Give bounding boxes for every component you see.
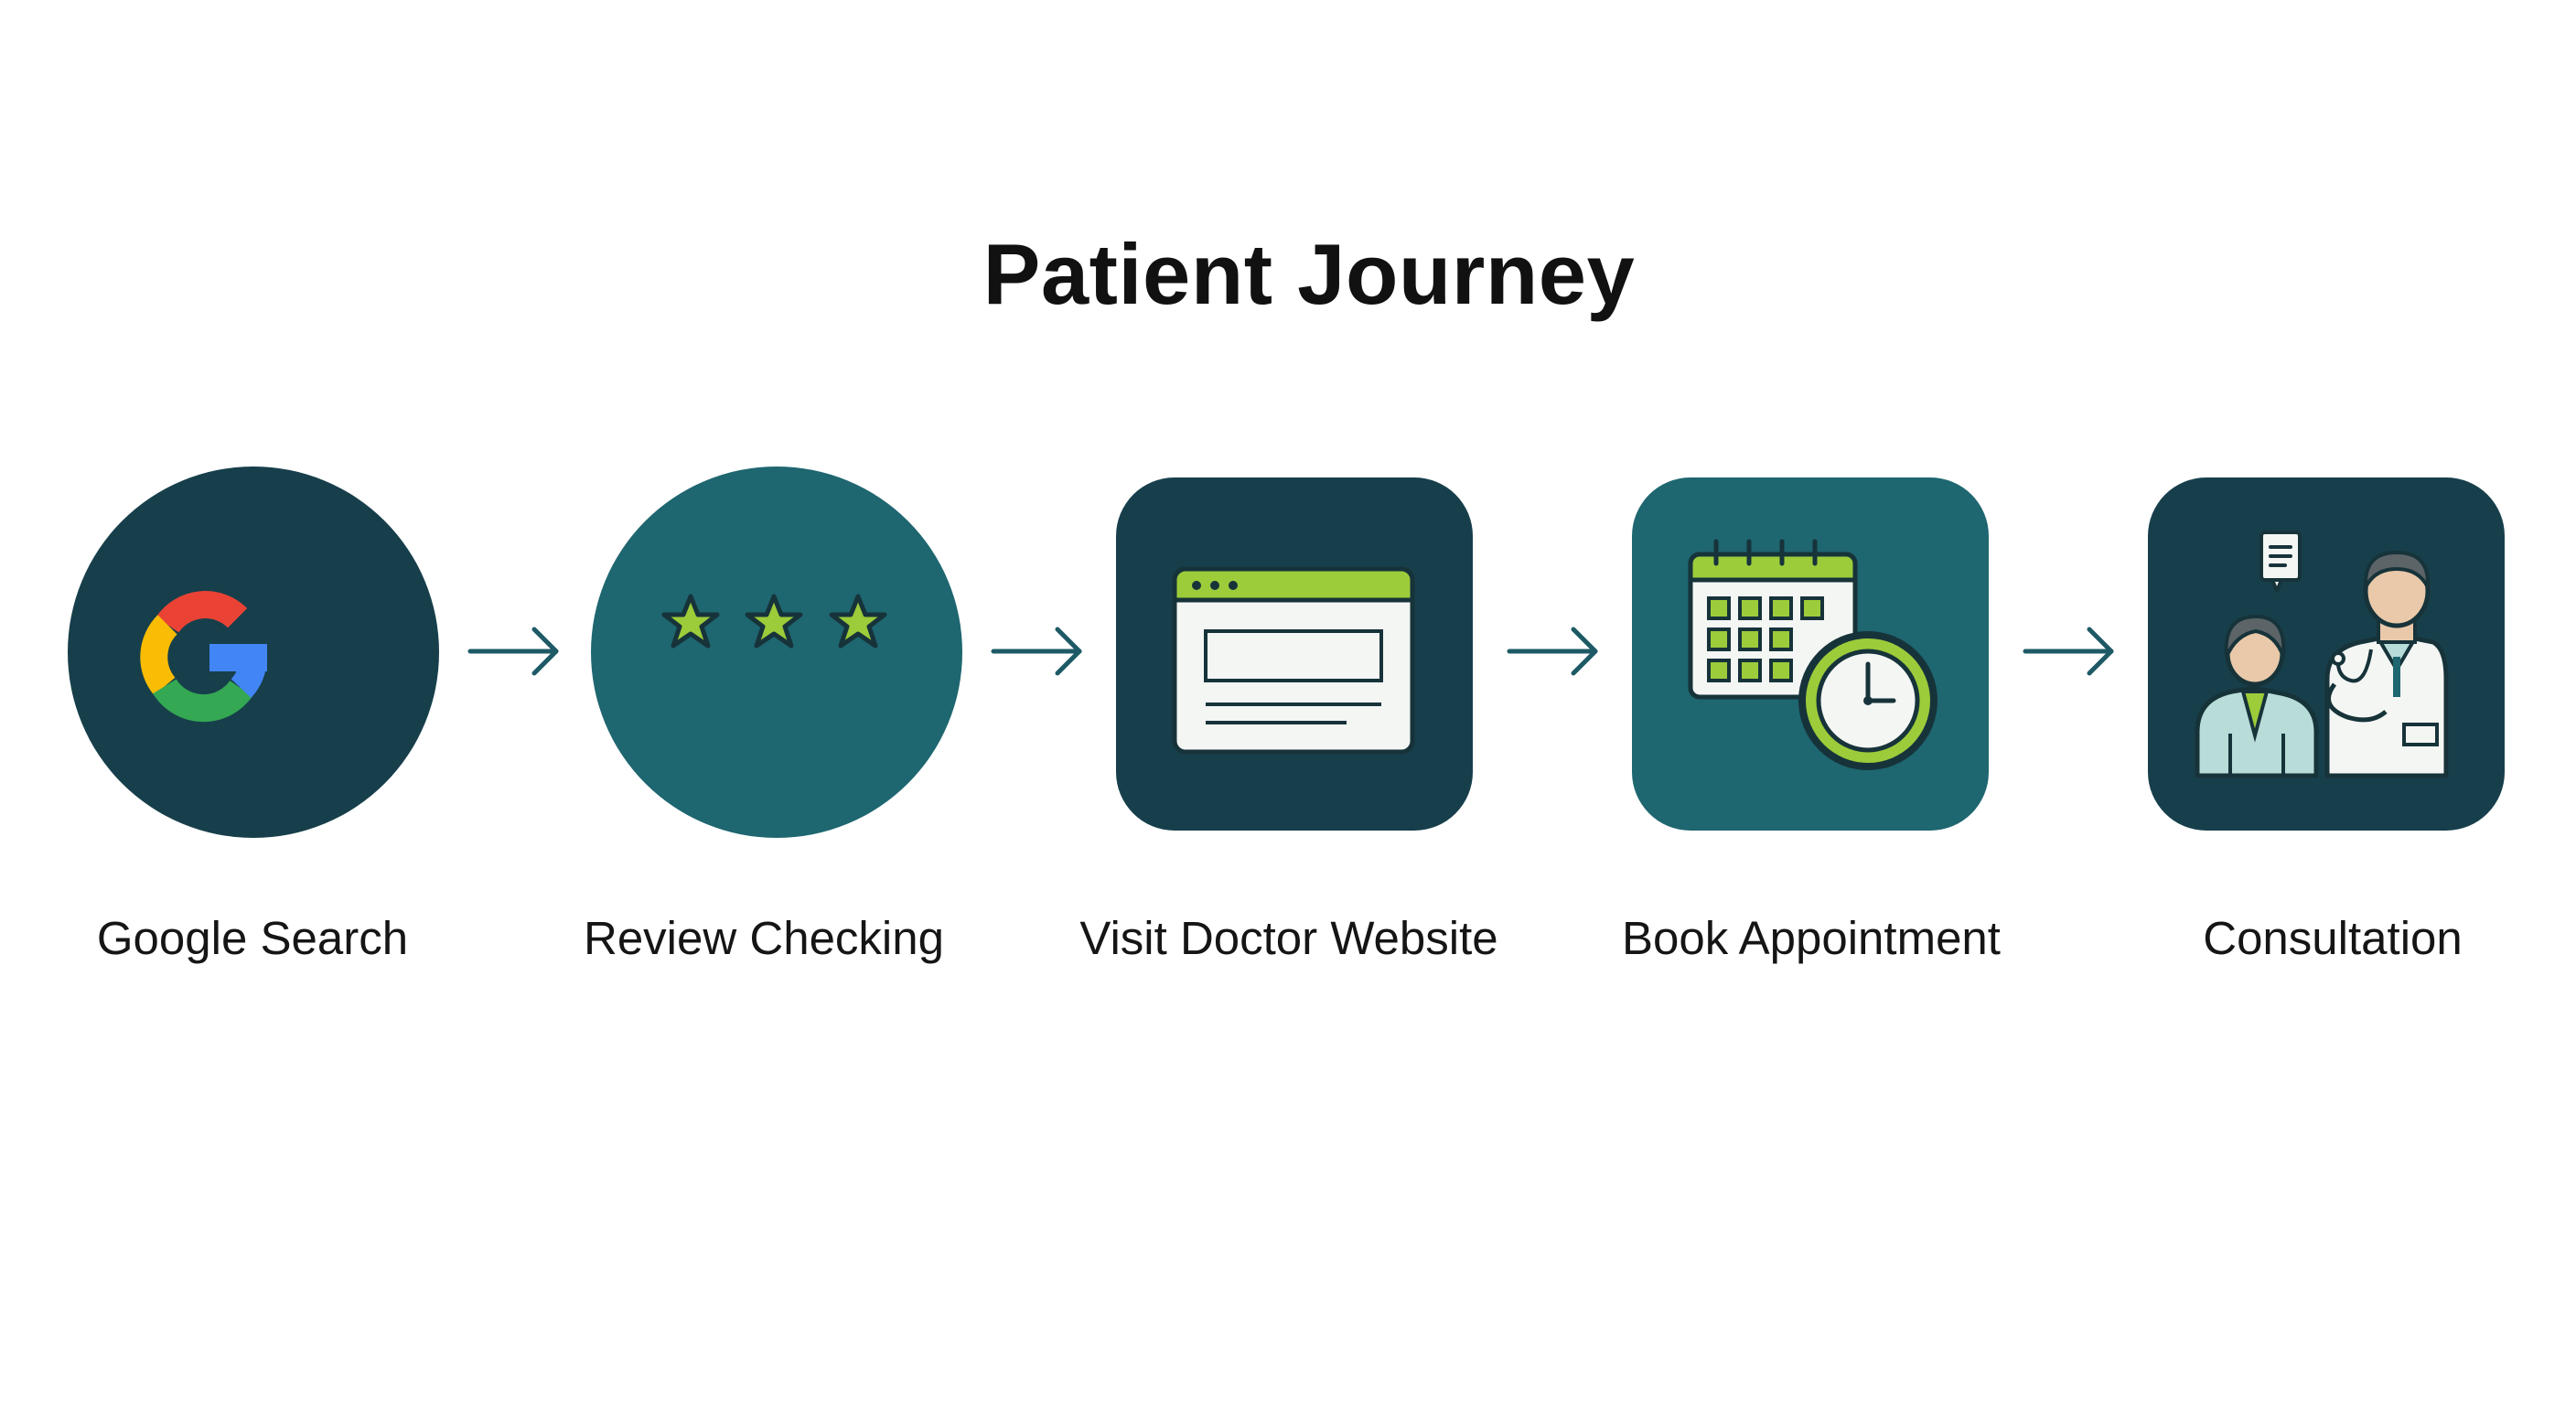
google-search-badge: [68, 467, 439, 838]
step-label-consultation: Consultation: [2203, 912, 2463, 964]
right-arrow-icon: [2022, 624, 2117, 679]
right-arrow-icon: [1506, 624, 1601, 679]
right-arrow-icon: [990, 624, 1085, 679]
google-g-icon: [140, 591, 267, 723]
browser-window-icon: [1172, 566, 1415, 755]
diagram-title: Patient Journey: [982, 226, 1636, 322]
doctor-patient-icon: [2195, 531, 2449, 778]
right-arrow-icon: [467, 624, 562, 679]
step-label-google-search: Google Search: [96, 912, 409, 964]
star-rating-icon: [661, 594, 887, 649]
consultation-badge: [2148, 477, 2505, 831]
book-appointment-badge: [1632, 477, 1989, 831]
step-label-review-checking: Review Checking: [583, 912, 944, 964]
review-checking-badge: [591, 467, 962, 838]
step-label-visit-doctor-website: Visit Doctor Website: [1079, 912, 1498, 964]
step-label-book-appointment: Book Appointment: [1622, 912, 2001, 964]
calendar-clock-icon: [1688, 539, 1937, 770]
visit-doctor-website-badge: [1116, 477, 1473, 831]
